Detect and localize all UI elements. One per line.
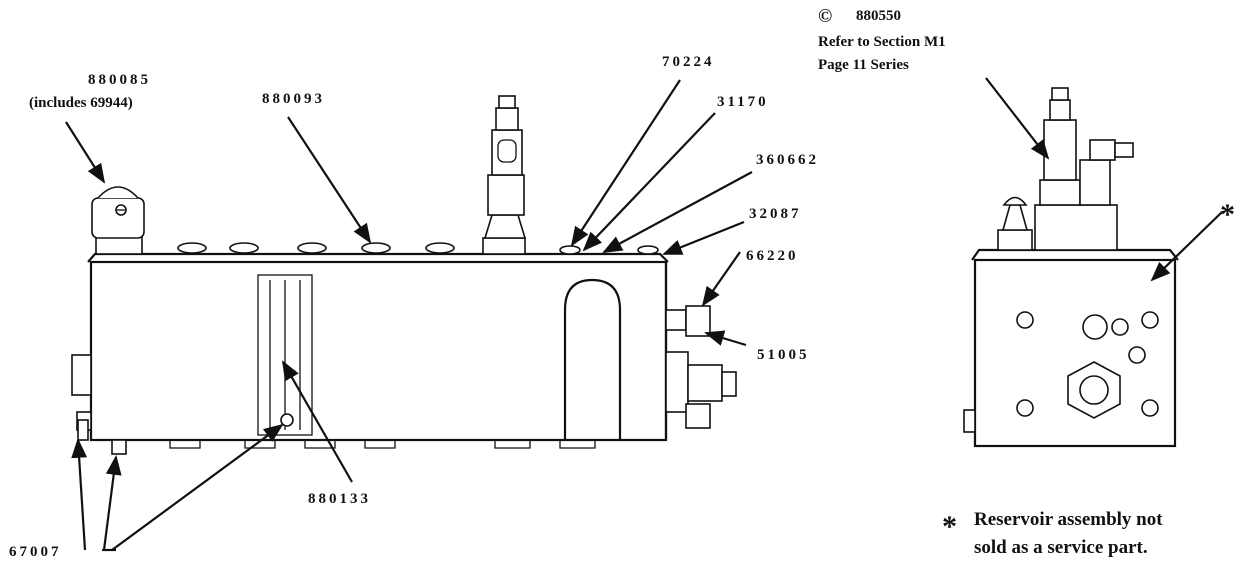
valve-stack xyxy=(482,95,527,255)
label-51005: 51005 xyxy=(757,347,810,363)
breather-cap xyxy=(997,196,1033,251)
sight-glass xyxy=(257,274,313,436)
label-880085-note: (includes 69944) xyxy=(29,95,133,111)
label-31170: 31170 xyxy=(717,94,769,110)
label-67007: 67007 xyxy=(9,544,62,560)
arch-pocket xyxy=(563,278,622,440)
label-880085: 880085 xyxy=(88,72,151,88)
end-fitting xyxy=(71,354,92,431)
right-view-reference: © 880550 Refer to Section M1 Page 11 Ser… xyxy=(818,6,1235,231)
footnote-line-2: sold as a service part. xyxy=(974,537,1148,558)
footnote-line-1: Reservoir assembly not xyxy=(974,509,1163,530)
lid-fittings xyxy=(177,242,659,255)
label-360662: 360662 xyxy=(756,152,819,168)
right-view-part-number: 880550 xyxy=(856,8,901,24)
label-66220: 66220 xyxy=(746,248,799,264)
right-side-fittings xyxy=(665,305,737,429)
top-valve xyxy=(1039,87,1134,206)
manifold-block xyxy=(1034,204,1118,251)
refer-line-2: Page 11 Series xyxy=(818,57,909,73)
label-880093: 880093 xyxy=(262,91,325,107)
label-880133: 880133 xyxy=(308,491,371,507)
drain-fittings xyxy=(77,419,127,455)
leader-arrows xyxy=(65,77,1223,552)
callout-labels: 880085 (includes 69944) 880093 70224 311… xyxy=(9,54,819,560)
main-port xyxy=(1067,361,1121,419)
bottom-feet xyxy=(169,440,596,449)
end-view-body xyxy=(973,258,1177,448)
footnote-asterisk: * xyxy=(942,510,957,543)
sight-plug xyxy=(280,413,294,427)
end-view xyxy=(963,87,1179,448)
reservoir-lid xyxy=(87,252,669,263)
reservoir-body xyxy=(89,260,668,442)
footnote: * Reservoir assembly not sold as a servi… xyxy=(942,509,1163,558)
refer-line-1: Refer to Section M1 xyxy=(818,34,946,50)
filler-cap xyxy=(91,186,145,255)
end-view-asterisk: * xyxy=(1220,198,1235,231)
label-70224: 70224 xyxy=(662,54,715,70)
label-32087: 32087 xyxy=(749,206,802,222)
face-bolts xyxy=(1016,311,1159,417)
side-view xyxy=(71,95,737,455)
copyright-symbol: © xyxy=(818,6,832,27)
